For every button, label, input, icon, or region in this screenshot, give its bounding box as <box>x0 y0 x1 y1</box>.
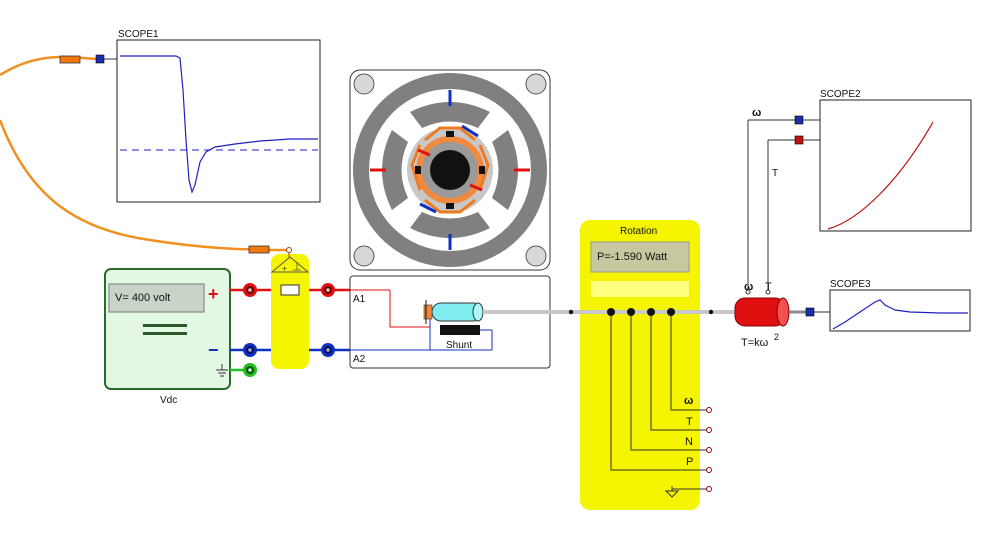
load-formula-exponent: 2 <box>774 332 779 342</box>
scope2-frame <box>819 99 972 232</box>
rotation-aux-display <box>591 281 689 297</box>
sensor-body <box>271 254 309 369</box>
scope2-label: SCOPE2 <box>820 89 861 100</box>
scope2[interactable]: SCOPE2 <box>819 89 972 232</box>
scope1-input-port[interactable] <box>95 54 105 64</box>
tap-t[interactable] <box>647 308 655 316</box>
pole-right <box>492 130 518 210</box>
shunt-field-coil <box>440 325 480 335</box>
plus-sign: + <box>208 284 219 304</box>
torque-label-bottom: T <box>765 281 772 293</box>
motor-block-frame <box>349 275 551 369</box>
rotation-sensor[interactable]: Rotation ω T N P <box>580 220 712 510</box>
terminal-ground[interactable] <box>243 363 257 377</box>
scope3-input[interactable] <box>805 307 815 317</box>
scope1-label: SCOPE1 <box>118 29 159 40</box>
minus-sign: − <box>208 340 219 360</box>
omega-pin[interactable] <box>745 289 751 295</box>
orange-wire-top <box>0 55 101 77</box>
sensor-amp-icon <box>270 256 310 273</box>
load-end <box>776 297 790 327</box>
armature-end <box>472 302 484 322</box>
ground-icon <box>216 364 228 377</box>
scope1-frame <box>116 39 321 203</box>
mount-hole-tl <box>353 73 375 95</box>
omega-label-bottom: ω <box>744 281 753 293</box>
output-omega-label: ω <box>684 395 693 407</box>
sensor-resistor-icon <box>280 284 300 296</box>
terminal-neg-1[interactable] <box>243 343 257 357</box>
terminal-pos-1[interactable] <box>243 283 257 297</box>
probe-node[interactable] <box>286 247 292 253</box>
shaft-node-1[interactable] <box>568 309 574 315</box>
pole-bottom <box>410 212 490 238</box>
rotation-power-display: P=-1.590 Watt <box>597 251 668 263</box>
scope3-trace <box>832 299 968 330</box>
shaft <box>430 150 470 190</box>
dc-source[interactable]: Vdc + − <box>104 268 231 406</box>
output-t-label: T <box>686 416 693 428</box>
probe-marker-bottom <box>248 245 270 254</box>
current-sensor[interactable]: + <box>270 252 310 369</box>
mount-hole-br <box>525 245 547 267</box>
scope1[interactable]: SCOPE1 <box>116 29 321 203</box>
omega-label-top: ω <box>752 107 761 119</box>
armature-coils <box>410 126 490 214</box>
pole-top <box>410 102 490 128</box>
quadratic-load[interactable]: T=kω 2 ω T ω T <box>734 107 830 349</box>
motor-cross-section <box>349 69 551 271</box>
torque-pin[interactable] <box>765 289 771 295</box>
a1-wire-down <box>389 290 430 328</box>
sensor-plus: + <box>282 264 287 273</box>
mount-hole-tr <box>525 73 547 95</box>
shaft-node-2[interactable] <box>708 309 714 315</box>
battery-plate-1 <box>143 324 187 327</box>
scope1-trace <box>120 55 318 194</box>
load-formula: T=kω <box>741 337 769 349</box>
current-probe-lead <box>0 54 292 254</box>
output-p-label: P <box>686 456 693 468</box>
scope2-input-omega[interactable] <box>794 115 804 125</box>
terminal-pos-2[interactable] <box>321 283 335 297</box>
orange-wire-bottom <box>0 119 289 252</box>
output-n-label: N <box>685 436 693 448</box>
tap-n[interactable] <box>627 308 635 316</box>
pole-left <box>382 130 408 210</box>
scope3[interactable]: SCOPE3 <box>829 279 971 332</box>
a1-label: A1 <box>353 294 366 305</box>
scope3-label: SCOPE3 <box>830 279 871 290</box>
output-ground-icon <box>664 486 708 498</box>
source-label: Vdc <box>160 395 177 406</box>
tap-omega[interactable] <box>667 308 675 316</box>
a2-label: A2 <box>353 354 366 365</box>
probe-marker-top <box>59 55 81 64</box>
mount-hole-bl <box>353 245 375 267</box>
tap-p[interactable] <box>607 308 615 316</box>
source-display: V= 400 volt <box>115 292 171 304</box>
rotation-display-bg <box>590 241 690 273</box>
terminal-neg-2[interactable] <box>321 343 335 357</box>
battery-plate-2 <box>143 332 187 335</box>
commutator-icon <box>423 304 433 320</box>
scope2-input-torque[interactable] <box>794 135 804 145</box>
rotation-title: Rotation <box>620 226 657 237</box>
shunt-label: Shunt <box>446 340 472 351</box>
source-display-bg <box>108 283 205 313</box>
output-pins[interactable] <box>706 407 712 492</box>
rotation-taps <box>610 312 708 471</box>
torque-label-top: T <box>772 168 778 179</box>
scope2-trace <box>827 121 934 230</box>
motor-block[interactable]: A1 A2 Shunt <box>349 275 551 369</box>
brush-markers <box>370 90 530 250</box>
